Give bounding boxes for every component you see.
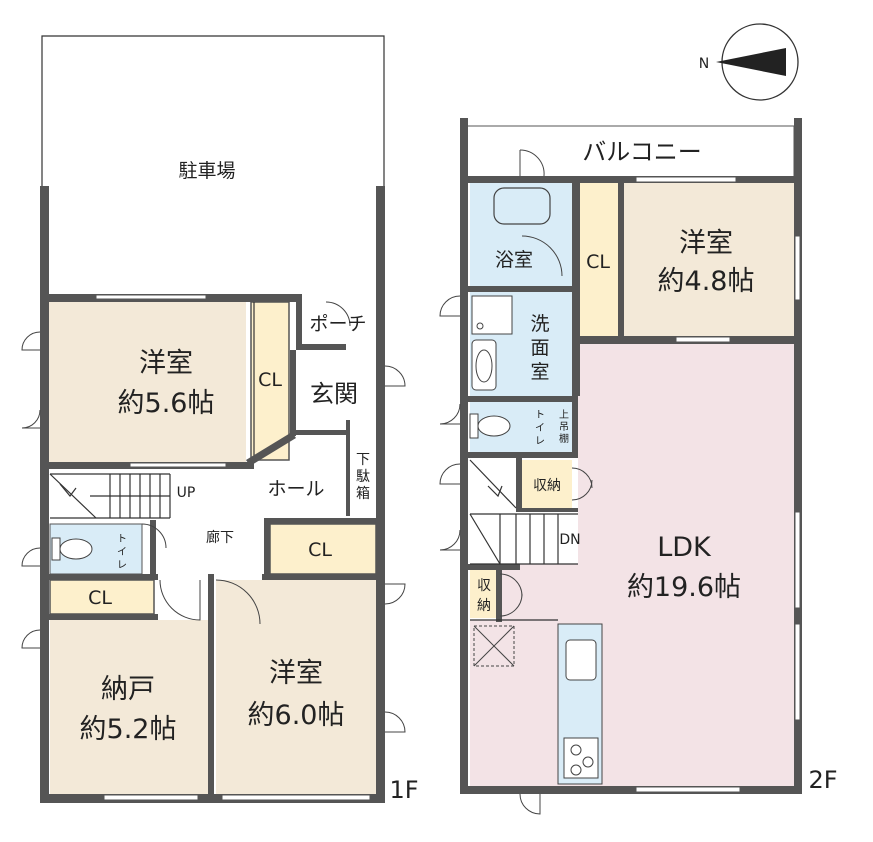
- svg-text:レ: レ: [535, 436, 545, 447]
- floor2-label: 2F: [808, 766, 837, 794]
- ldk-name: LDK: [657, 532, 712, 563]
- room-a-size: 約5.6帖: [118, 388, 215, 419]
- svg-text:ト: ト: [117, 534, 127, 545]
- svg-text:下: 下: [356, 452, 370, 468]
- toilet-2f-label: ト イ レ: [535, 410, 545, 447]
- stairs-1f: [49, 473, 171, 519]
- cl-a-label: CL: [258, 369, 282, 391]
- compass-label: N: [699, 56, 709, 72]
- storage-name: 納戸: [101, 674, 155, 705]
- storage-size: 約5.2帖: [80, 714, 177, 745]
- room-b-size: 約6.0帖: [248, 700, 345, 731]
- room-b-area: [216, 580, 376, 794]
- storage-b-area: [470, 570, 498, 618]
- room-2f-area: [624, 183, 794, 337]
- room-a-area: [48, 300, 246, 464]
- floor1-label: 1F: [389, 776, 418, 804]
- stairs-down-label: DN: [559, 532, 580, 548]
- hall-label: ホール: [267, 478, 324, 500]
- svg-text:収: 収: [477, 578, 491, 594]
- svg-text:室: 室: [530, 361, 549, 383]
- entrance-label: 玄関: [310, 380, 358, 408]
- room-2f-name: 洋室: [679, 228, 733, 259]
- cl-2f-area: [580, 183, 618, 337]
- corridor-label: 廊下: [206, 529, 234, 546]
- svg-text:納: 納: [477, 598, 491, 614]
- washroom-label: 洗 面 室: [530, 313, 549, 383]
- svg-text:箱: 箱: [356, 486, 370, 502]
- svg-text:吊: 吊: [559, 421, 569, 433]
- ldk-size: 約19.6帖: [627, 572, 741, 603]
- cl-c-label: CL: [308, 539, 332, 561]
- svg-text:駄: 駄: [356, 469, 370, 485]
- shoe-box-label: 下 駄 箱: [356, 452, 370, 502]
- svg-text:ト: ト: [535, 410, 545, 421]
- cl-2f-label: CL: [586, 251, 610, 273]
- toilet-1f-label: ト イ レ: [117, 534, 127, 571]
- svg-text:上: 上: [559, 409, 569, 421]
- svg-text:イ: イ: [117, 547, 127, 558]
- svg-text:レ: レ: [117, 560, 127, 571]
- cl-a-area: [250, 301, 290, 461]
- balcony-label: バルコニー: [582, 138, 702, 166]
- room-a-name: 洋室: [139, 348, 193, 379]
- storage-area: [50, 620, 208, 794]
- storage-a-area: [522, 460, 572, 510]
- room-b-name: 洋室: [269, 658, 323, 689]
- floor2-plan: N: [439, 23, 838, 815]
- svg-text:棚: 棚: [559, 432, 569, 445]
- porch-label: ポーチ: [309, 313, 366, 335]
- parking-outline: [41, 35, 385, 190]
- room-2f-size: 約4.8帖: [658, 266, 755, 297]
- storage-a-label: 収納: [533, 478, 561, 494]
- bath-label: 浴室: [495, 249, 533, 271]
- ldk-area: [470, 344, 794, 786]
- cl-b-label: CL: [88, 587, 112, 609]
- stairs-2f: [469, 459, 578, 565]
- storage-b-label: 収 納: [477, 578, 491, 614]
- stairs-up-label: UP: [177, 485, 196, 501]
- parking-label: 駐車場: [178, 160, 235, 182]
- floor1-plan: 駐車場 洋室 約5.6帖 CL ポーチ 玄関 下 駄 箱 ホール UP 廊下 ト…: [21, 35, 419, 804]
- shelf-label: 上 吊 棚: [559, 409, 569, 445]
- svg-text:イ: イ: [535, 423, 545, 434]
- compass-icon: N: [699, 23, 799, 101]
- balcony-area: [465, 125, 795, 179]
- svg-text:面: 面: [530, 337, 549, 359]
- svg-text:洗: 洗: [530, 313, 549, 335]
